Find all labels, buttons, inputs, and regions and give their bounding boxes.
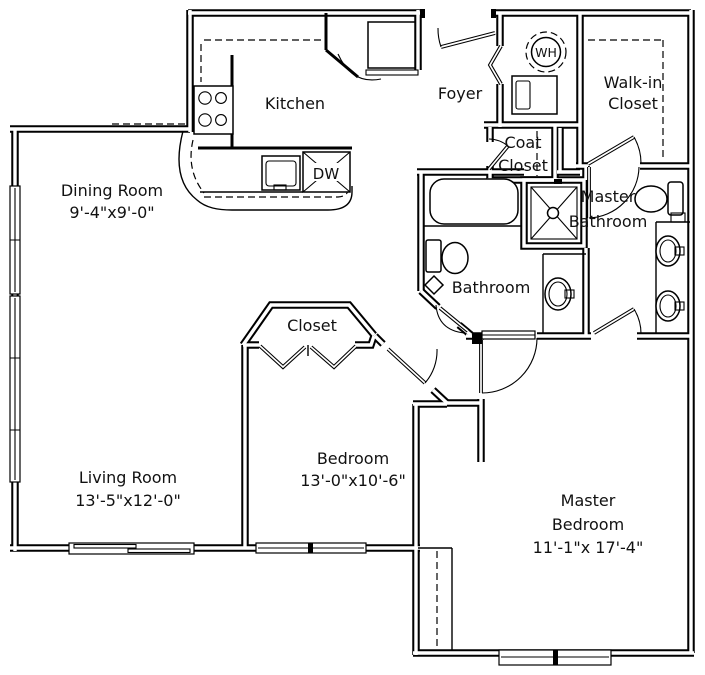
master-bath-upper-door-arc (588, 166, 640, 219)
label-water-heater: WH (535, 45, 557, 60)
label-bedroom: Bedroom (317, 449, 389, 468)
label-bathroom: Bathroom (452, 278, 531, 297)
label-master-bathroom-line1: Master (581, 187, 636, 206)
bathroom-door-arc (435, 304, 465, 334)
label-bedroom-dims: 13'-0"x10'-6" (300, 471, 406, 490)
corner-shelf-diamond (423, 274, 445, 296)
label-living-room: Living Room (79, 468, 177, 487)
walls (10, 9, 695, 657)
shower (530, 179, 578, 240)
coat-closet-door-arc (488, 138, 509, 147)
wh-closet-bifold (487, 45, 503, 85)
label-coat-closet-line1: Coat (504, 133, 541, 152)
stove (193, 85, 234, 135)
kitchen-sink (261, 155, 301, 191)
bedroom-closet-bifold-right (309, 344, 358, 370)
label-dishwasher: DW (313, 165, 340, 183)
cased-opening-master-hall (481, 330, 536, 340)
door-leaves (258, 31, 635, 393)
pantry-door-arc (337, 53, 382, 81)
windows (9, 185, 612, 666)
label-kitchen: Kitchen (265, 94, 325, 113)
water-heater (525, 31, 567, 73)
window-bedroom-south (255, 542, 367, 554)
bathroom-vanity (542, 253, 586, 334)
sliding-door-living (68, 542, 195, 555)
master-suite-door-arc (481, 337, 538, 394)
bathtub (423, 178, 521, 227)
label-living-room-dims: 13'-5"x12'-0" (75, 491, 181, 510)
window-master-south (498, 649, 612, 666)
entry-door-arc (437, 27, 442, 48)
toilet-bathroom (425, 239, 469, 275)
label-master-bathroom-line2: Bathroom (569, 212, 648, 231)
toilet-master-bathroom (634, 181, 684, 216)
label-dining-room: Dining Room (61, 181, 163, 200)
bedroom-closet-bifold-left (258, 344, 307, 370)
refrigerator (365, 21, 419, 76)
fixtures (193, 21, 690, 651)
label-foyer: Foyer (438, 84, 483, 103)
master-bath-lower-door-arc (633, 308, 642, 335)
master-vanity (655, 212, 690, 334)
label-coat-closet-line2: Closet (498, 156, 548, 175)
room-labels: Kitchen Foyer Walk-in Closet Coat Closet… (61, 45, 662, 557)
washer (511, 75, 558, 115)
walk-in-shelving (588, 39, 664, 160)
walk-in-door-arc (633, 136, 642, 165)
label-bedroom-closet: Closet (287, 316, 337, 335)
label-master-bedroom-line1: Master (561, 491, 616, 510)
window-living-left (9, 295, 21, 483)
label-walk-in-closet-line1: Walk-in (604, 73, 663, 92)
window-dining-left (9, 185, 21, 295)
label-master-bedroom-dims: 11'-1"x 17'-4" (533, 538, 644, 557)
doors (258, 9, 642, 394)
label-master-bedroom-line2: Bedroom (552, 515, 624, 534)
label-walk-in-closet-line2: Closet (608, 94, 658, 113)
chase (418, 547, 453, 651)
bedroom-door-arc (424, 348, 438, 384)
label-dining-room-dims: 9'-4"x9'-0" (69, 203, 154, 222)
dishwasher (302, 151, 351, 193)
